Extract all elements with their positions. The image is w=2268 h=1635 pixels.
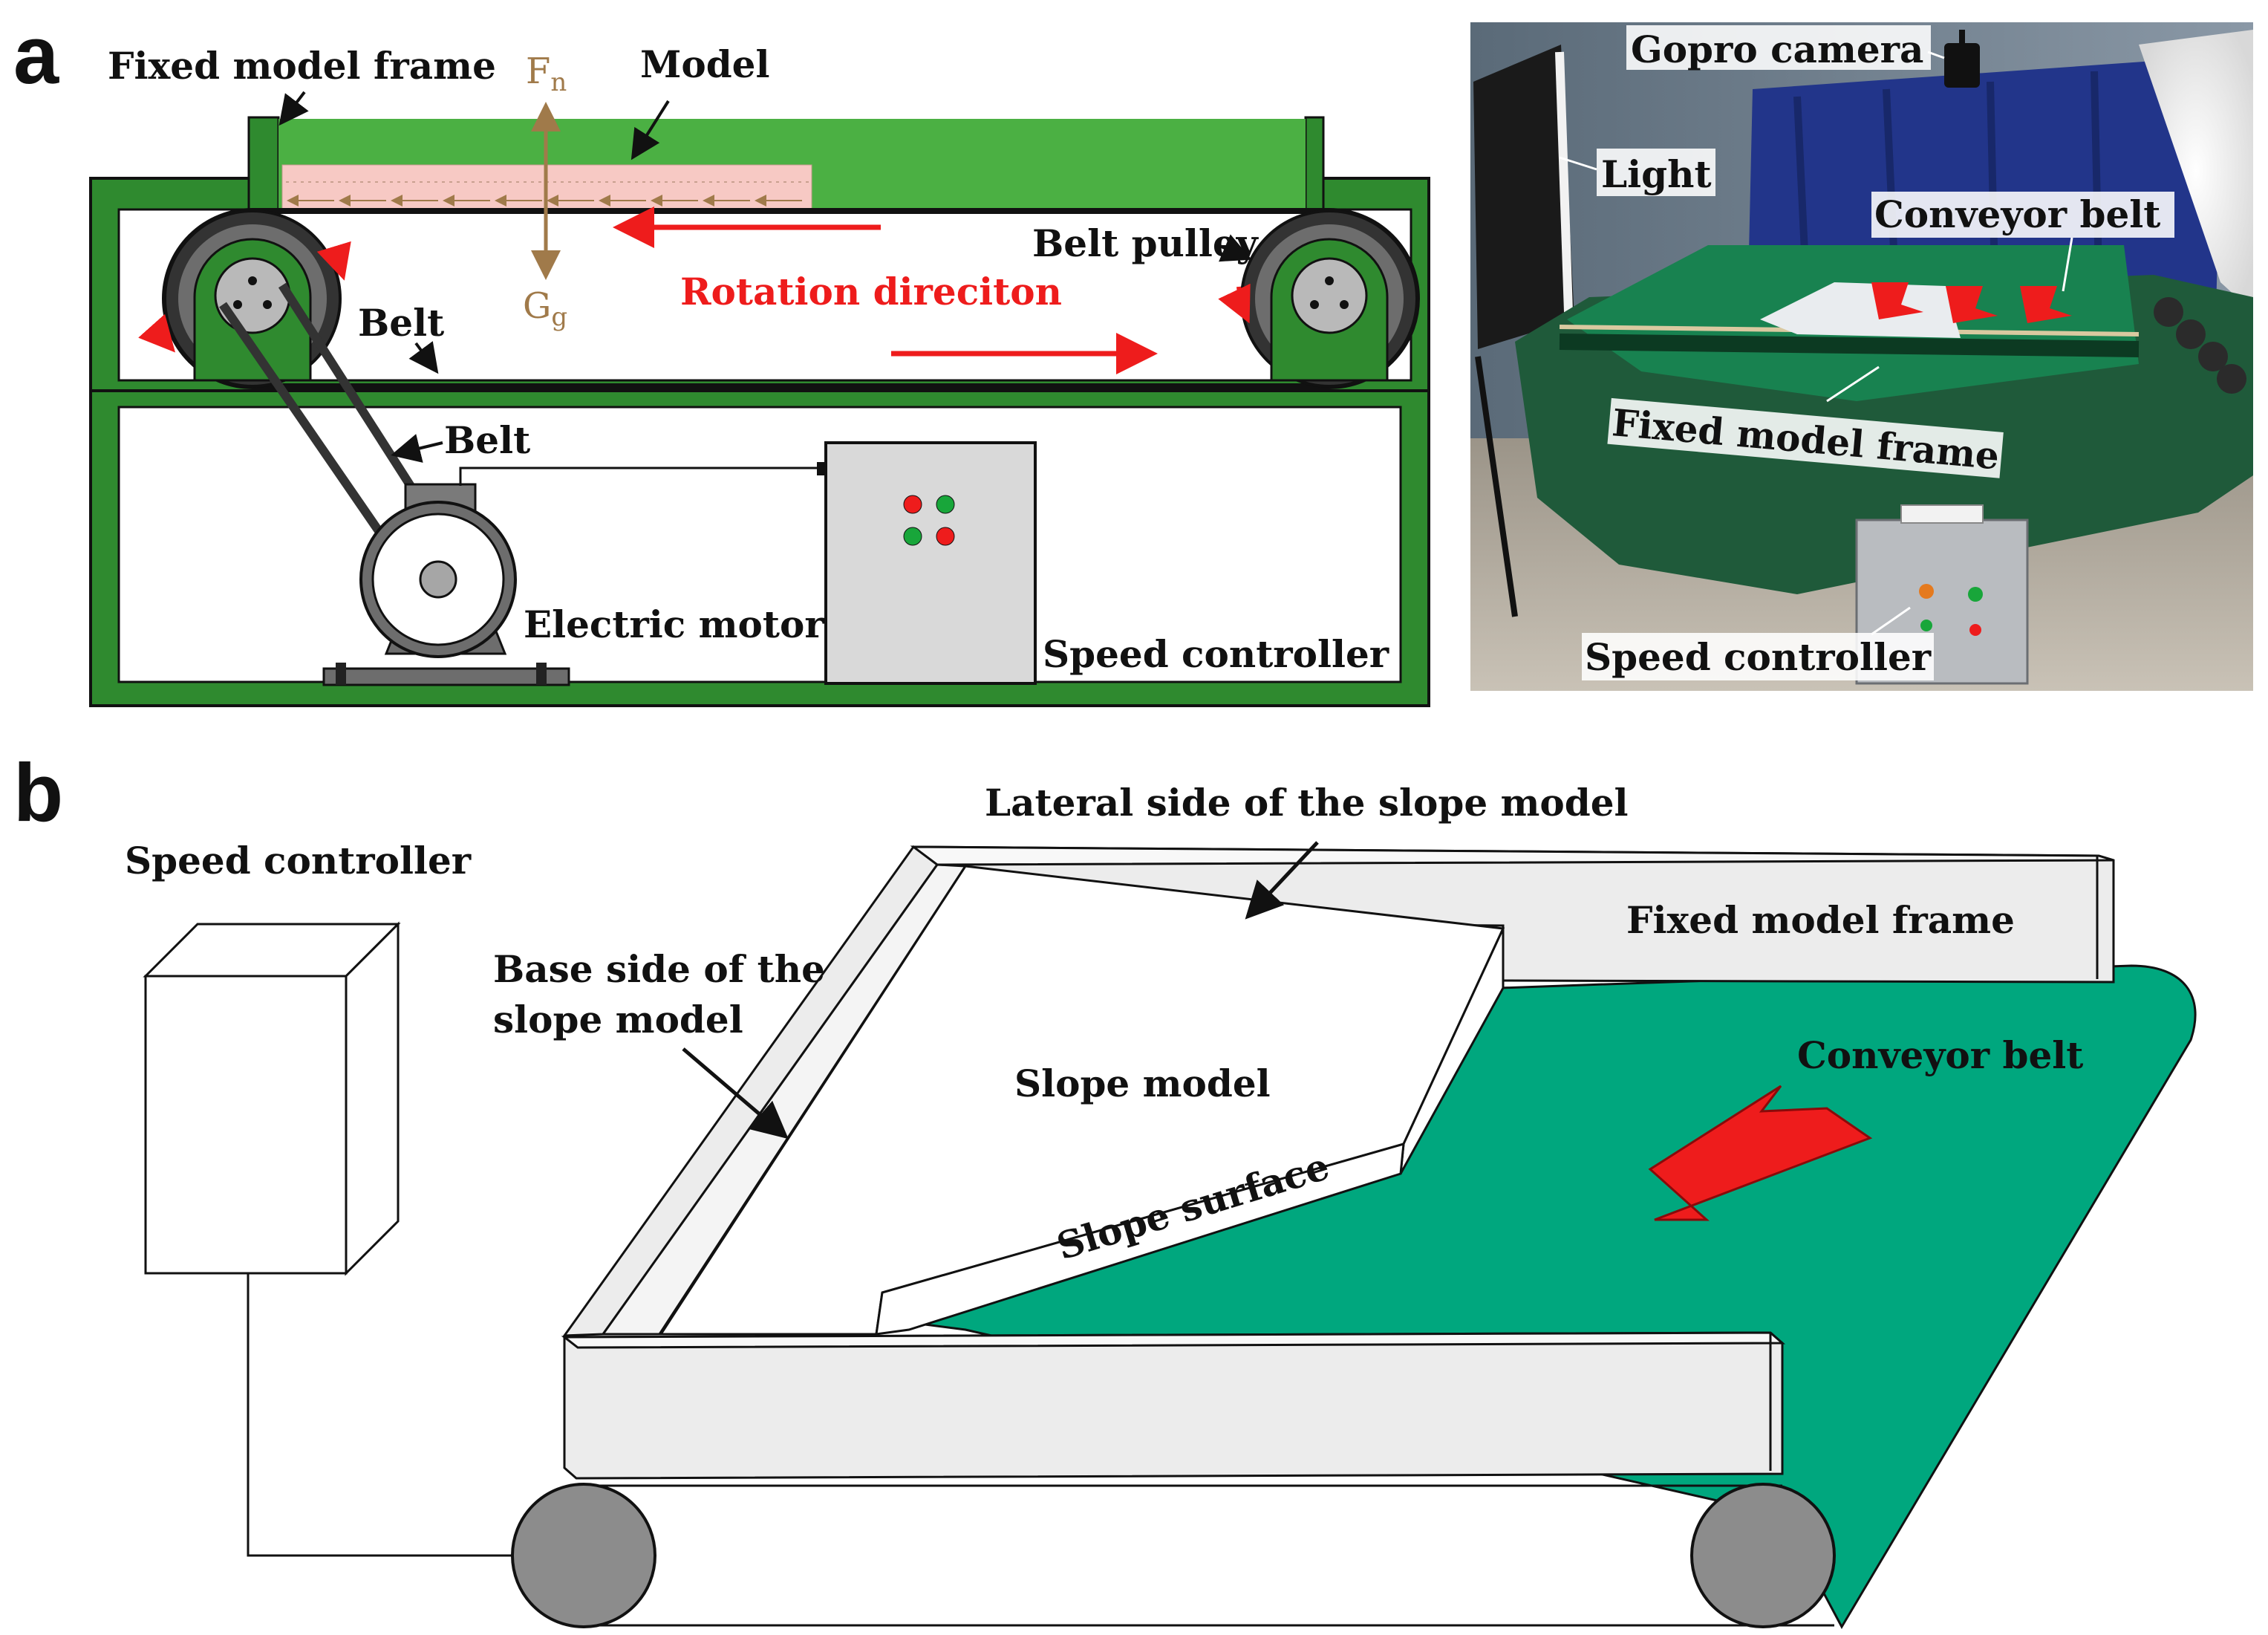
label-conveyor-belt-b: Conveyor belt bbox=[1797, 1033, 2083, 1077]
slope-surface bbox=[875, 1142, 1405, 1336]
photo-softbox-left bbox=[1473, 45, 1574, 349]
label-rotation-direction: Rotation direciton bbox=[680, 270, 1062, 313]
motor-controller-cable bbox=[459, 467, 817, 486]
drive-belt-left bbox=[219, 302, 411, 575]
pulley-rotation-arrow-left-1 bbox=[138, 313, 175, 353]
fixed-model-frame-front bbox=[563, 1331, 1784, 1480]
leader-model bbox=[630, 100, 670, 160]
roller-left bbox=[511, 1483, 656, 1628]
panel-b: b bbox=[13, 747, 2197, 1630]
photo-sand-model bbox=[1760, 282, 1961, 338]
frame-post-left bbox=[247, 116, 280, 211]
label-fixed-model-frame-b: Fixed model frame bbox=[1626, 898, 2015, 942]
leader-conveyor-belt-c bbox=[2062, 237, 2073, 292]
leader-lateral-side bbox=[1245, 841, 1319, 920]
panel-letter-a: a bbox=[13, 10, 59, 101]
controller-cable bbox=[247, 1273, 512, 1557]
leader-belt-upper bbox=[408, 341, 439, 374]
label-belt-lower: Belt bbox=[444, 418, 530, 462]
label-gg: Gg bbox=[523, 285, 567, 332]
label-electric-motor: Electric motor bbox=[524, 602, 824, 646]
label-fn: Fn bbox=[526, 51, 567, 97]
leader-belt-lower bbox=[391, 434, 443, 463]
belt-pulley-left bbox=[163, 209, 342, 388]
label-belt-pulley: Belt pulley bbox=[1032, 221, 1260, 265]
leader-belt-pulley bbox=[1217, 234, 1252, 262]
frame-post-right bbox=[1304, 116, 1325, 211]
label-conveyor-belt-c: Conveyor belt bbox=[1874, 192, 2160, 236]
photo-softbox-right bbox=[2139, 30, 2253, 312]
label-fixed-model-frame: Fixed model frame bbox=[108, 44, 496, 88]
belt-pulley-right bbox=[1240, 209, 1418, 388]
leader-fixed-model-frame bbox=[278, 91, 309, 126]
label-speed-controller-c: Speed controller bbox=[1585, 635, 1932, 679]
photo-red-arrows bbox=[1871, 282, 2072, 323]
photo-rollers bbox=[2154, 297, 2246, 394]
label-model: Model bbox=[640, 42, 769, 86]
leader-gopro-camera bbox=[1927, 51, 1945, 59]
panel-c: c bbox=[1470, 1, 2253, 691]
pulley-rotation-arrow-right bbox=[1218, 283, 1251, 324]
leader-light bbox=[1559, 156, 1597, 171]
panel-a: a bbox=[13, 10, 1430, 707]
speed-controller-box bbox=[817, 441, 1037, 685]
label-base-side-line1: Base side of the bbox=[493, 947, 825, 991]
photo-gopro-camera bbox=[1944, 43, 1980, 88]
label-belt-upper: Belt bbox=[358, 301, 444, 345]
roller-right bbox=[1690, 1483, 1836, 1628]
panel-letter-b: b bbox=[13, 747, 63, 839]
speed-controller-3d bbox=[143, 921, 401, 1276]
label-light: Light bbox=[1601, 152, 1712, 196]
label-speed-controller-a: Speed controller bbox=[1043, 632, 1389, 676]
label-base-side-line2: slope model bbox=[493, 998, 743, 1041]
belt-direction-arrow bbox=[1648, 1085, 1873, 1221]
lower-cavity bbox=[117, 406, 1402, 683]
conveyor-belt-b bbox=[904, 964, 2197, 1630]
label-gopro-camera: Gopro camera bbox=[1631, 27, 1923, 71]
label-slope-model: Slope model bbox=[1014, 1062, 1271, 1105]
leader-base-side bbox=[682, 1047, 789, 1140]
pulley-rotation-arrow-left-2 bbox=[316, 241, 351, 281]
label-lateral-side: Lateral side of the slope model bbox=[985, 781, 1629, 825]
leader-fixed-model-frame-c bbox=[1826, 365, 1880, 403]
leader-speed-controller-c bbox=[1871, 606, 1911, 636]
label-speed-controller-b: Speed controller bbox=[125, 839, 472, 882]
electric-motor bbox=[322, 483, 570, 686]
